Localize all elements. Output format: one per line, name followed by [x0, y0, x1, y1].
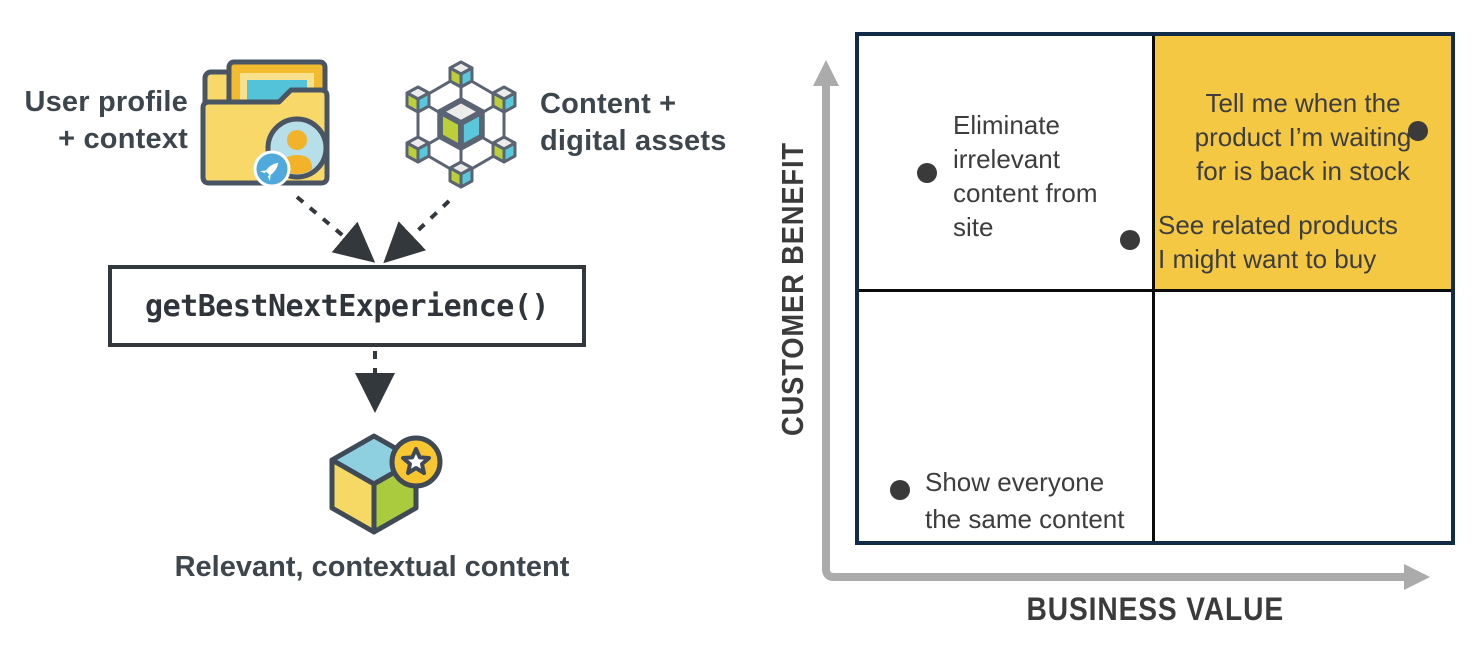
user-profile-label-line2: + context [58, 123, 188, 155]
rocket-icon [259, 162, 279, 182]
arrow-user-to-function [295, 195, 376, 263]
vertical-divider [1152, 36, 1155, 541]
y-axis-label-wrap: CUSTOMER BENEFIT [760, 32, 826, 545]
content-assets-label-line1: Content + [540, 88, 677, 120]
x-axis-label-wrap: BUSINESS VALUE [855, 591, 1455, 628]
user-profile-label-line1: User profile [24, 86, 188, 118]
horizontal-divider [859, 289, 1451, 292]
data-point-dot-back-in-stock [1408, 121, 1428, 141]
function-box-label: getBestNextExperience() [145, 288, 549, 324]
content-lattice-icon [405, 60, 517, 189]
starred-cube-icon [329, 433, 443, 535]
star-icon [401, 447, 431, 475]
quadrant-item-same-content: Show everyone the same content [925, 467, 1125, 534]
data-point-dot-related-products [1120, 230, 1140, 250]
user-profile-label: User profile + context [8, 84, 188, 158]
y-axis-label: CUSTOMER BENEFIT [775, 141, 810, 436]
x-axis-arrowhead [1404, 564, 1430, 590]
content-assets-label: Content + digital assets [540, 86, 727, 160]
arrow-content-to-function [383, 199, 451, 264]
user-profile-folder-icon [200, 59, 330, 188]
x-axis-label: BUSINESS VALUE [1026, 591, 1284, 627]
quadrant-item-related-products: See related products I might want to buy [1158, 210, 1398, 274]
quadrant-item-eliminate-irrelevant: Eliminate irrelevant content from site [953, 110, 1098, 242]
output-label: Relevant, contextual content [174, 551, 570, 583]
data-point-dot-eliminate [917, 163, 937, 183]
quadrant-item-back-in-stock: Tell me when the product I’m waiting for… [1194, 88, 1412, 186]
function-box: getBestNextExperience() [108, 265, 586, 347]
data-point-dot-same-content [890, 480, 910, 500]
highlighted-quadrant-top-right [1155, 36, 1451, 289]
quadrant-plot: Eliminate irrelevant content from site T… [855, 32, 1455, 545]
content-assets-label-line2: digital assets [540, 125, 727, 157]
